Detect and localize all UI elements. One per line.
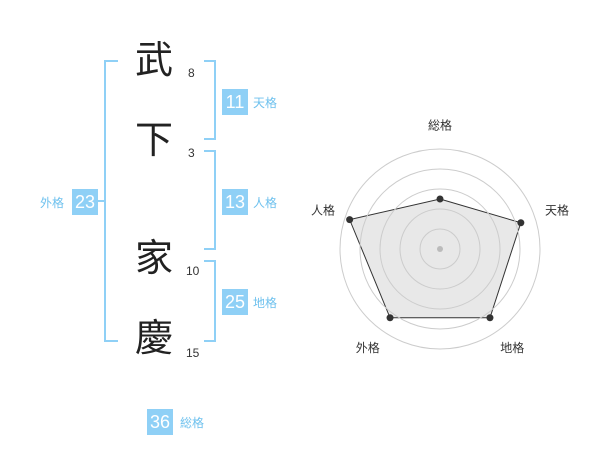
radar-ring-3 [379, 188, 501, 310]
name-char-2: 下 [134, 118, 173, 162]
stroke-count-3: 10 [186, 264, 200, 278]
tenkaku-score: 11 [222, 89, 248, 115]
gaikaku-bracket-tick [96, 200, 104, 202]
name-char-1: 武 [134, 38, 173, 82]
stroke-count-1: 8 [188, 66, 195, 80]
radar-axis-label-5: 人格 [311, 202, 335, 217]
jinkaku-label: 人格 [253, 196, 278, 210]
jinkaku-score: 13 [222, 189, 248, 215]
radar-axis-label-1: 総格 [428, 118, 452, 133]
radar-axis-label-3: 地格 [500, 340, 524, 355]
jinkaku-bracket [204, 150, 216, 250]
stroke-count-2: 3 [188, 146, 195, 160]
radar-axis-label-2: 天格 [545, 202, 569, 217]
soukaku-label: 総格 [180, 416, 205, 430]
radar-point-5 [346, 216, 354, 224]
radar-ring-1 [419, 228, 461, 270]
radar-point-3 [486, 314, 494, 322]
chikaku-bracket [204, 260, 216, 342]
radar-point-2 [517, 219, 525, 227]
radar-center-dot [437, 246, 443, 252]
tenkaku-label: 天格 [253, 96, 278, 110]
radar-point-1 [436, 195, 444, 203]
radar-point-4 [386, 314, 394, 322]
stroke-count-4: 15 [186, 346, 200, 360]
radar-data-area [348, 198, 522, 319]
radar-axis-label-4: 外格 [356, 340, 380, 355]
radar-ring-4 [359, 168, 521, 330]
name-char-3: 家 [134, 236, 173, 280]
radar-ring-2 [399, 208, 481, 290]
chikaku-score: 25 [222, 289, 248, 315]
gaikaku-label: 外格 [40, 196, 65, 210]
gaikaku-score: 23 [72, 189, 98, 215]
tenkaku-bracket [204, 60, 216, 140]
soukaku-score: 36 [147, 409, 173, 435]
gaikaku-bracket [104, 60, 118, 342]
chikaku-label: 地格 [253, 296, 278, 310]
name-char-4: 慶 [134, 316, 173, 360]
